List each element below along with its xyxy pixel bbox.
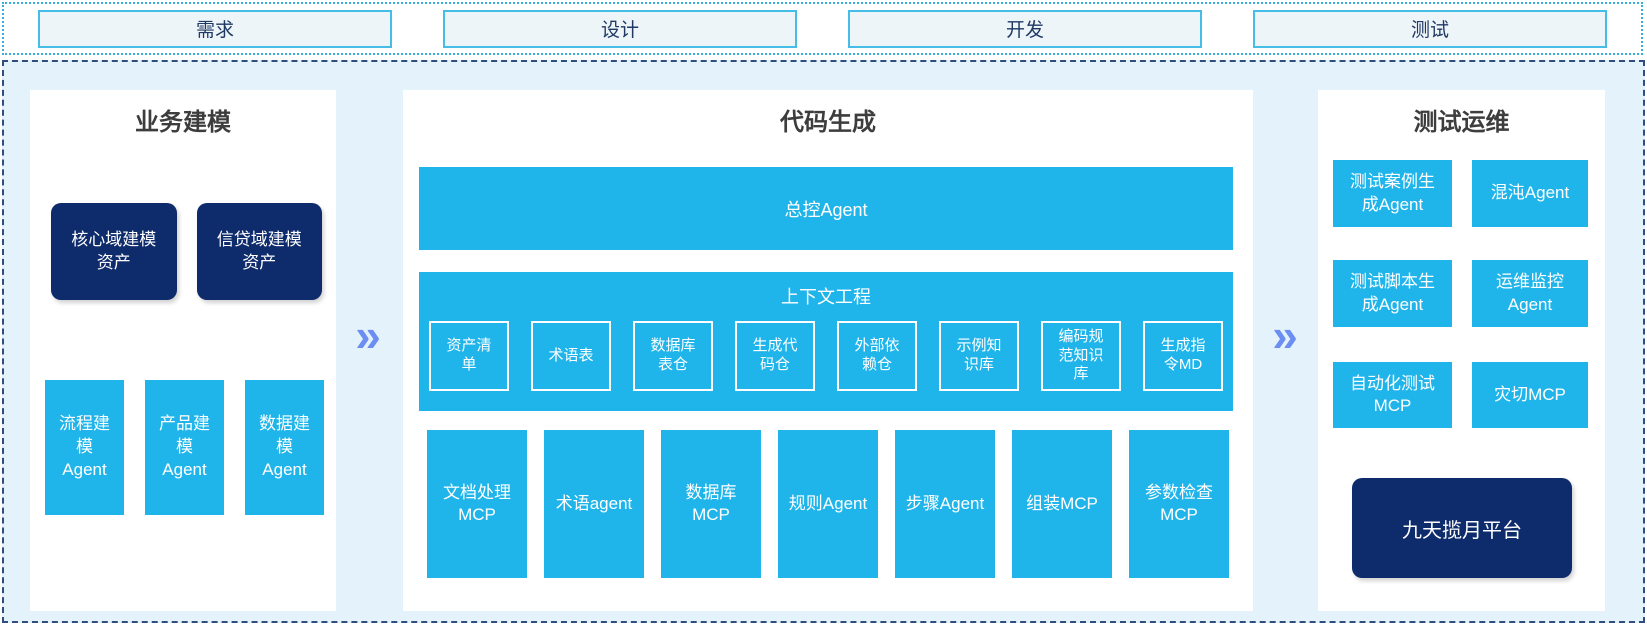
code-generation-title: 代码生成 [780, 109, 876, 136]
ops-box-disaster-switch-mcp: 灾切MCP [1472, 362, 1588, 428]
modeling-asset-row: 核心域建模资产 信贷域建模资产 [51, 203, 322, 300]
ops-box-test-case-gen-agent: 测试案例生成Agent [1333, 160, 1452, 227]
tool-box-doc-processing-mcp: 文档处理MCP [427, 430, 527, 578]
context-item-coding-standard-kb: 编码规范知识库 [1041, 321, 1121, 391]
phase-box-development: 开发 [848, 9, 1202, 48]
agent-box-data-modeling: 数据建模Agent [245, 380, 324, 515]
phase-box-testing: 测试 [1253, 9, 1607, 48]
context-item-generation-instruction-md: 生成指令MD [1143, 321, 1223, 391]
ops-box-automated-test-mcp: 自动化测试MCP [1333, 362, 1452, 428]
context-item-external-deps-repo: 外部依赖仓 [837, 321, 917, 391]
context-engineering-title: 上下文工程 [781, 287, 871, 307]
test-ops-panel: 测试运维 测试案例生成Agent 混沌Agent 测试脚本生成Agent 运维监… [1318, 90, 1605, 611]
tools-row: 文档处理MCP 术语agent 数据库MCP 规则Agent 步骤Agent 组… [403, 430, 1253, 578]
asset-box-core-domain: 核心域建模资产 [51, 203, 177, 300]
agent-box-process-modeling: 流程建模Agent [45, 380, 124, 515]
context-item-asset-list: 资产清单 [429, 321, 509, 391]
tool-box-terminology-agent: 术语agent [544, 430, 644, 578]
tool-box-steps-agent: 步骤Agent [895, 430, 995, 578]
business-modeling-title: 业务建模 [135, 109, 231, 136]
tool-box-rules-agent: 规则Agent [778, 430, 878, 578]
flow-arrow-icon: » [355, 309, 381, 361]
ops-box-chaos-agent: 混沌Agent [1472, 160, 1588, 227]
context-engineering-section: 上下文工程 资产清单 术语表 数据库表仓 生成代码仓 外部依赖仓 示例知识库 编… [419, 272, 1233, 411]
ops-box-ops-monitor-agent: 运维监控Agent [1472, 260, 1588, 327]
phase-box-requirements: 需求 [38, 9, 392, 48]
main-container: 业务建模 核心域建模资产 信贷域建模资产 流程建模Agent 产品建模Agent… [2, 60, 1645, 623]
agent-box-product-modeling: 产品建模Agent [145, 380, 224, 515]
asset-box-credit-domain: 信贷域建模资产 [196, 203, 322, 300]
modeling-agent-row: 流程建模Agent 产品建模Agent 数据建模Agent [45, 380, 324, 515]
platform-box-jiutian-lanyue: 九天揽月平台 [1352, 478, 1572, 578]
context-item-example-kb: 示例知识库 [939, 321, 1019, 391]
business-modeling-panel: 业务建模 核心域建模资产 信贷域建模资产 流程建模Agent 产品建模Agent… [30, 90, 336, 611]
tool-box-database-mcp: 数据库MCP [661, 430, 761, 578]
code-generation-panel: 代码生成 总控Agent 上下文工程 资产清单 术语表 数据库表仓 生成代码仓 … [403, 90, 1253, 611]
test-ops-title: 测试运维 [1413, 109, 1510, 136]
context-item-generated-code-repo: 生成代码仓 [735, 321, 815, 391]
context-item-glossary: 术语表 [531, 321, 611, 391]
flow-arrow-icon: » [1272, 309, 1298, 361]
ops-box-test-script-gen-agent: 测试脚本生成Agent [1333, 260, 1452, 327]
tool-box-assembly-mcp: 组装MCP [1012, 430, 1112, 578]
context-item-db-table-repo: 数据库表仓 [633, 321, 713, 391]
context-item-row: 资产清单 术语表 数据库表仓 生成代码仓 外部依赖仓 示例知识库 编码规范知识库… [419, 321, 1233, 391]
phase-bar: 需求 设计 开发 测试 [2, 2, 1643, 55]
master-agent-bar: 总控Agent [419, 167, 1233, 250]
tool-box-param-check-mcp: 参数检查MCP [1129, 430, 1229, 578]
phase-box-design: 设计 [443, 9, 797, 48]
